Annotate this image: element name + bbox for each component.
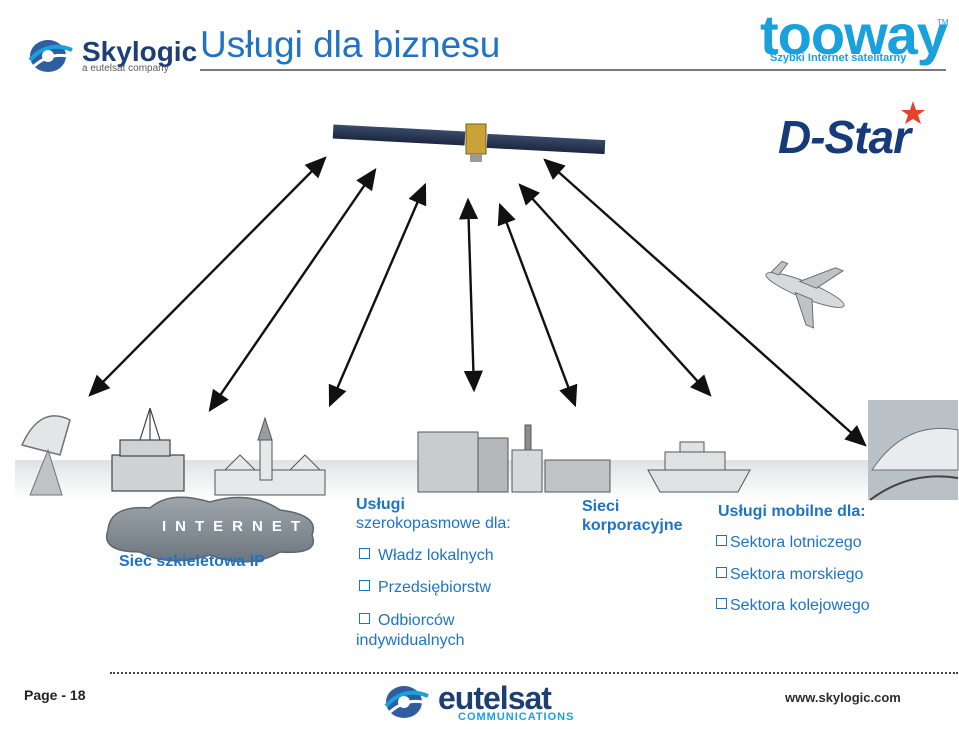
eutelsat-logo (380, 680, 432, 724)
satellite-diagram (15, 123, 959, 563)
mobile-item: Sektora morskiego (716, 566, 863, 584)
title-underline (200, 69, 946, 71)
airplane-icon (765, 260, 845, 329)
tooway-trademark: TM (937, 18, 949, 27)
mobile-item-label: Sektora lotniczego (730, 534, 862, 551)
checkbox-icon (716, 598, 727, 609)
skylogic-name: Skylogic (82, 36, 198, 67)
mobile-item: Sektora lotniczego (716, 534, 862, 552)
eutelsat-name: eutelsat (438, 680, 552, 716)
checkbox-icon (359, 580, 370, 591)
broadband-heading-line1: Usługi (356, 496, 405, 513)
satellite-icon (332, 123, 606, 162)
office-buildings-icon (417, 424, 611, 493)
checkbox-icon (359, 548, 370, 559)
backbone-label: Sieć szkieletowa IP (119, 553, 265, 570)
link-arrows (88, 156, 867, 447)
mobile-heading: Usługi mobilne dla: (718, 503, 866, 520)
dstar-star-icon (900, 100, 926, 131)
mobile-item-label: Sektora morskiego (730, 566, 864, 583)
corporate-label: Sieci korporacyjne (582, 497, 682, 535)
internet-label: INTERNET (162, 518, 309, 535)
train-icon (868, 400, 959, 501)
tooway-logo: tooway (760, 3, 948, 66)
broadband-heading-line2: szerokopasmowe dla: (356, 515, 511, 532)
mobile-item: Sektora kolejowego (716, 597, 870, 615)
broadband-heading: Usługi szerokopasmowe dla: (356, 495, 511, 533)
checkbox-icon (716, 567, 727, 578)
footer-divider (110, 672, 958, 674)
broadband-item: Władz lokalnych (359, 546, 494, 565)
broadband-item-label: Odbiorców (378, 612, 455, 629)
eutelsat-tagline: COMMUNICATIONS (458, 711, 575, 723)
mobile-item-label: Sektora kolejowego (730, 597, 870, 614)
internet-cloud (106, 496, 314, 563)
skylogic-logo (22, 34, 80, 78)
dstar-logo: D-Star (778, 111, 911, 163)
corporate-line1: Sieci (582, 498, 620, 515)
checkbox-icon (359, 613, 370, 624)
page-title: Usługi dla biznesu (200, 24, 501, 65)
satellite-dish-icon (20, 415, 71, 496)
cruise-ship-icon (647, 441, 751, 493)
broadband-item-label: Przedsiębiorstw (378, 579, 491, 596)
corporate-line2: korporacyjne (582, 517, 683, 534)
broadband-item-label: Władz lokalnych (378, 547, 494, 564)
skylogic-tagline: a eutelsat company (82, 63, 169, 74)
broadband-item: Odbiorców (359, 611, 454, 630)
town-icon (214, 416, 326, 496)
broadband-item: Przedsiębiorstw (359, 578, 491, 597)
checkbox-icon (716, 535, 727, 546)
tooway-tagline: Szybki Internet satelitarny (770, 52, 907, 64)
oil-rig-icon (111, 407, 185, 492)
broadband-item-continuation: indywidualnych (356, 632, 465, 649)
page-number: Page - 18 (24, 687, 86, 703)
website-link[interactable]: www.skylogic.com (785, 690, 901, 705)
